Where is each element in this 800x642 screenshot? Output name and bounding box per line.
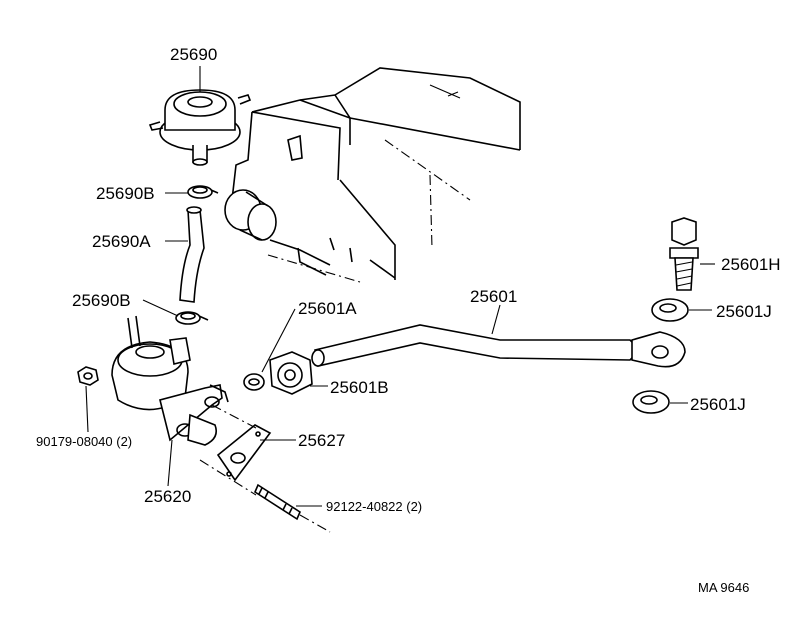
washer-25601j-bottom — [632, 390, 670, 414]
label-25690: 25690 — [170, 45, 217, 64]
egr-valve-25620 — [111, 315, 229, 446]
label-25601j-bottom: 25601J — [690, 395, 746, 414]
label-25601j-top: 25601J — [716, 302, 772, 321]
leader-lines — [85, 66, 715, 507]
label-25690b-bottom: 25690B — [72, 291, 131, 310]
gasket-25627 — [216, 424, 272, 482]
label-25690a: 25690A — [92, 232, 151, 251]
union-nut-25601b — [269, 351, 313, 395]
stud-92122 — [253, 483, 302, 521]
label-25601a: 25601A — [298, 299, 357, 318]
label-25601h: 25601H — [721, 255, 781, 274]
label-25620: 25620 — [144, 487, 191, 506]
clamp-25690b-bottom — [175, 311, 209, 325]
label-25690b-top: 25690B — [96, 184, 155, 203]
label-25627: 25627 — [298, 431, 345, 450]
nut-90179 — [77, 366, 99, 386]
hose-25690a — [179, 206, 205, 303]
washer-25601j-top — [651, 298, 689, 322]
clamp-25690b-top — [187, 185, 219, 199]
block-port-fitting — [224, 189, 277, 241]
label-25601: 25601 — [470, 287, 517, 306]
label-92122: 92122-40822 (2) — [326, 499, 422, 514]
alignment-lines — [199, 404, 331, 533]
label-25601b: 25601B — [330, 378, 389, 397]
diagram-code: MA 9646 — [698, 580, 749, 595]
engine-block — [231, 67, 521, 283]
vacuum-modulator-25690 — [148, 89, 252, 166]
egr-pipe-25601 — [311, 324, 686, 368]
union-bolt-25601h — [669, 217, 699, 291]
label-90179: 90179-08040 (2) — [36, 434, 132, 449]
gasket-25601a — [243, 373, 265, 391]
